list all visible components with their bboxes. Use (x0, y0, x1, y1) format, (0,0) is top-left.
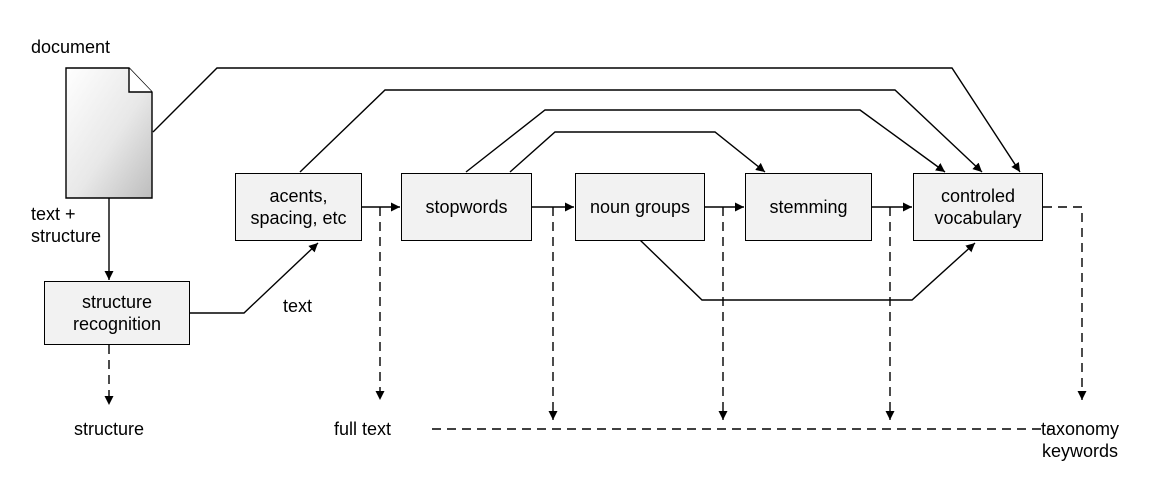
text-structure-label: text + structure (31, 204, 102, 246)
accents-spacing-box: acents, spacing, etc (235, 173, 362, 241)
connector-recognition-to-accents (190, 242, 319, 314)
stemming-box: stemming (745, 173, 872, 241)
noun-groups-box: noun groups (575, 173, 705, 241)
structure-output-label: structure (74, 419, 145, 439)
connector-accents-to-vocabulary (299, 89, 983, 173)
connector-stopwords-to-stemming (509, 131, 766, 173)
text-label: text (283, 296, 313, 316)
connector-document-to-vocabulary (152, 67, 1021, 173)
connector-stopwords-to-vocabulary (465, 109, 946, 173)
structure-recognition-box: structure recognition (44, 281, 190, 345)
document-label: document (31, 37, 111, 57)
taxonomy-keywords-output-label: taxonomy keywords (1041, 419, 1120, 461)
controlled-vocabulary-box: controled vocabulary (913, 173, 1043, 241)
connector-noungroups-to-vocabulary (639, 239, 976, 301)
dashed-vocabulary-to-keywords (1043, 206, 1087, 400)
full-text-output-label: full text (334, 419, 392, 439)
document-icon (65, 67, 153, 199)
stopwords-box: stopwords (401, 173, 532, 241)
